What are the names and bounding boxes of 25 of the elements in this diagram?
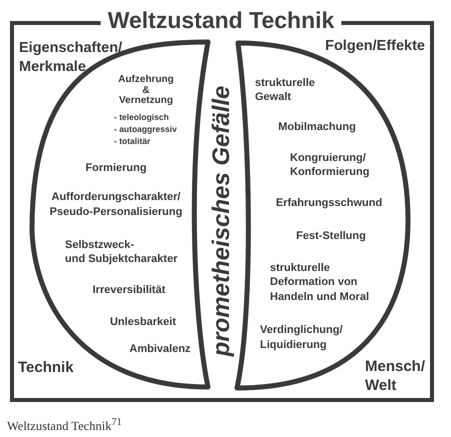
column-heading: Folgen/Effekte [325,37,425,56]
list-item: - teleologisch [114,112,169,122]
property-text: Aufforderungscharakter/ Pseudo-Personalisierung [50,190,182,220]
corner-label: Mensch/ Welt [365,356,426,394]
effect-text: Mobilmachung [278,120,356,134]
column-heading: Eigenschaften/ Merkmale [19,38,122,74]
list-item: - totalitär [114,136,150,147]
property-text: Ambivalenz [129,342,191,356]
effect-text: Verdinglichung/ Liquidierung [260,322,343,352]
effect-text: strukturelle Gewalt [255,76,315,104]
effect-text: Kongruierung/ Konformierung [290,151,370,179]
left-half-shape [18,39,211,390]
effect-text: Fest-Stellung [296,229,366,243]
property-text: Unlesbarkeit [110,315,176,329]
vertical-label: prometheisches Gefälle [211,86,233,356]
property-text: Selbstzweck- und Subjektcharakter [65,238,178,266]
property-text: Formierung [85,161,147,175]
corner-label: Technik [18,358,74,376]
frame-heading: Weltzustand Technik [108,7,334,33]
list-item: - autoaggressiv [114,124,177,134]
property-text: Irreversibilität [92,283,166,297]
effect-text: Erfahrungsschwund [276,196,382,210]
effect-text: strukturelle Deformation von Handeln und Moral [270,260,369,304]
figure-caption: Weltzustand Technik$^{71}$ [7,416,122,434]
property-text: Aufzehrung & Vernetzung [118,75,174,106]
